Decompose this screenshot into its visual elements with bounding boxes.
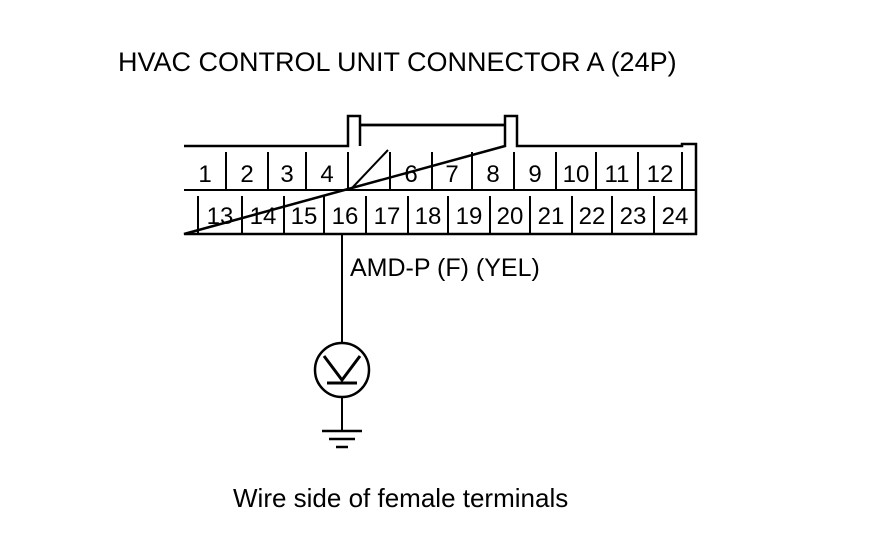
terminal-7: 7 bbox=[445, 161, 458, 188]
caption: Wire side of female terminals bbox=[233, 483, 568, 513]
diagram-title: HVAC CONTROL UNIT CONNECTOR A (24P) bbox=[118, 47, 677, 77]
wire-label: AMD-P (F) (YEL) bbox=[350, 254, 540, 282]
voltmeter-icon bbox=[313, 341, 371, 399]
bottom-row-terminals: 13 14 15 16 17 18 19 20 21 22 23 24 bbox=[207, 203, 689, 230]
terminal-22: 22 bbox=[579, 203, 606, 230]
terminal-11: 11 bbox=[605, 161, 630, 188]
terminal-13: 13 bbox=[207, 203, 234, 230]
blank-terminal-slash bbox=[351, 149, 389, 189]
terminal-dividers bbox=[197, 152, 683, 234]
terminal-10: 10 bbox=[563, 161, 590, 188]
terminal-20: 20 bbox=[497, 203, 524, 230]
terminal-17: 17 bbox=[374, 203, 401, 230]
terminal-19: 19 bbox=[456, 203, 483, 230]
terminal-1: 1 bbox=[198, 161, 211, 188]
connector-housing bbox=[183, 114, 698, 236]
terminal-6: 6 bbox=[404, 161, 417, 188]
terminal-15: 15 bbox=[291, 203, 318, 230]
terminal-12: 12 bbox=[647, 161, 674, 188]
terminal-24: 24 bbox=[662, 203, 689, 230]
terminal-14: 14 bbox=[250, 203, 277, 230]
terminal-3: 3 bbox=[280, 161, 293, 188]
terminal-8: 8 bbox=[486, 161, 499, 188]
ground-icon bbox=[322, 429, 362, 449]
terminal-2: 2 bbox=[240, 161, 253, 188]
terminal-21: 21 bbox=[538, 203, 565, 230]
terminal-16: 16 bbox=[332, 203, 359, 230]
terminal-18: 18 bbox=[415, 203, 442, 230]
terminal-4: 4 bbox=[320, 161, 333, 188]
terminal-23: 23 bbox=[620, 203, 647, 230]
terminal-9: 9 bbox=[528, 161, 541, 188]
